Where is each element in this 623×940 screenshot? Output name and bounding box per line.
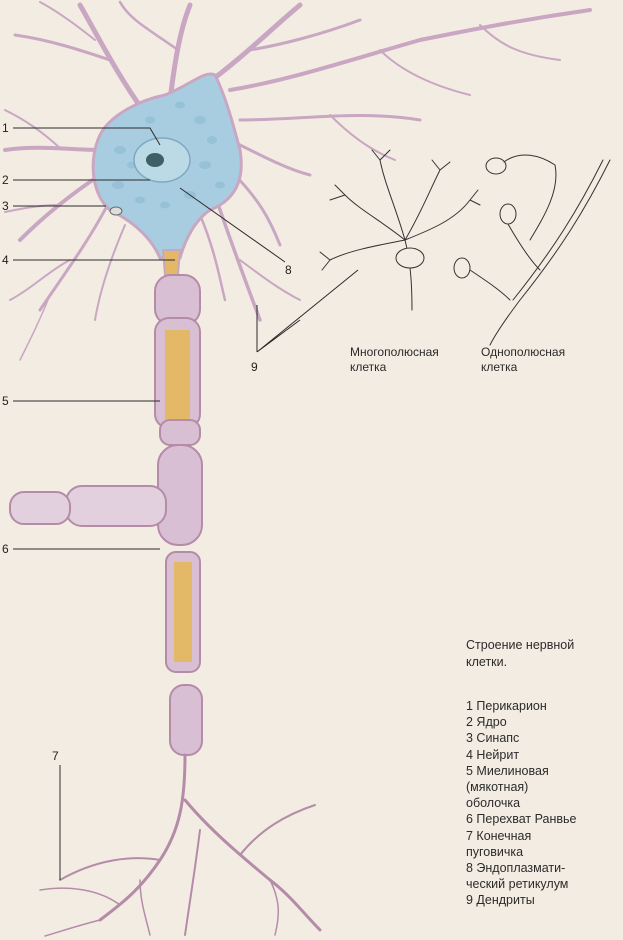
legend-item-3: 3 Синапс bbox=[466, 731, 520, 746]
legend-list: 1 Перикарион 2 Ядро 3 Синапс 4 Нейрит 5 … bbox=[466, 698, 616, 909]
figure-caption: Строение нервной клетки. bbox=[466, 638, 575, 669]
legend-item-1: 1 Перикарион bbox=[466, 699, 547, 713]
callout-2: 2 bbox=[2, 173, 9, 187]
nucleolus bbox=[146, 153, 164, 167]
unipolar-cell-label: Однополюсная клетка bbox=[481, 345, 566, 374]
callout-6: 6 bbox=[2, 542, 9, 556]
legend-item-6: 6 Перехват Ранвье bbox=[466, 812, 577, 827]
callout-7: 7 bbox=[52, 749, 59, 763]
legend-item-8: 8 Эндоплазмати- ческий ретикулум bbox=[466, 861, 569, 892]
legend-item-7: 7 Конечная пуговичка bbox=[466, 828, 532, 859]
legend-item-2: 2 Ядро bbox=[466, 715, 507, 730]
callout-5: 5 bbox=[2, 394, 9, 408]
callout-1: 1 bbox=[2, 121, 9, 135]
synapse-knob bbox=[109, 206, 123, 216]
multipolar-cell-label: Многополюсная клетка bbox=[350, 345, 439, 374]
axon-collateral bbox=[9, 485, 167, 527]
callout-8: 8 bbox=[285, 263, 292, 277]
legend-item-5: 5 Миелиновая (мякотная) оболочка bbox=[466, 763, 549, 811]
axon-hillock bbox=[161, 249, 182, 276]
dendrite-branches bbox=[3, 0, 592, 361]
legend-item-4: 4 Нейрит bbox=[466, 747, 520, 762]
unipolar-cell-sketch bbox=[453, 154, 611, 346]
multipolar-cell-sketch bbox=[319, 149, 481, 311]
callout-4: 4 bbox=[2, 253, 9, 267]
callout-9: 9 bbox=[251, 360, 258, 374]
terminal-branches bbox=[39, 753, 322, 937]
leader-lines bbox=[13, 127, 359, 880]
myelin-segments bbox=[154, 274, 203, 756]
legend-item-9: 9 Дендриты bbox=[466, 893, 535, 908]
callout-3: 3 bbox=[2, 199, 9, 213]
